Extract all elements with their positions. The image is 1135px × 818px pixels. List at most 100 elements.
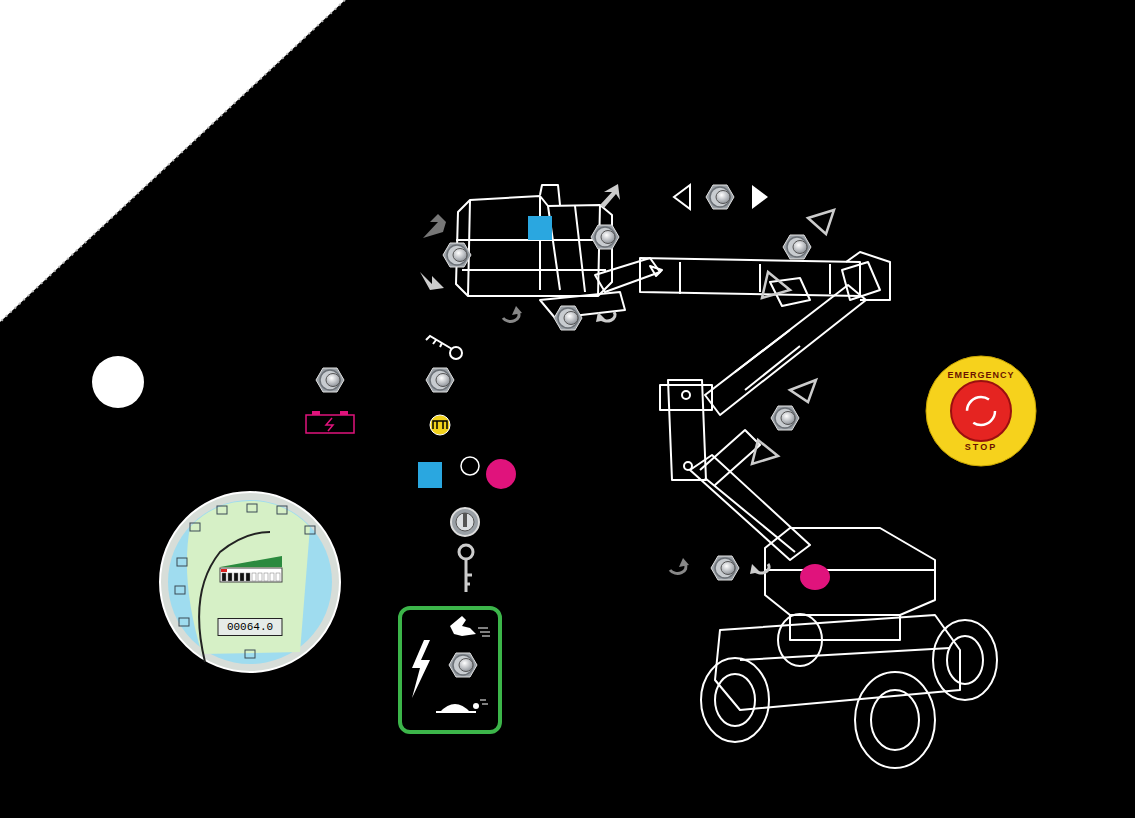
fuel-segment (258, 573, 262, 581)
drawing-stroke (554, 306, 582, 330)
drawing-stroke (480, 700, 488, 704)
boom-lift-drawing (456, 185, 997, 768)
drawing-stroke (705, 285, 866, 415)
drawing-stroke (711, 556, 739, 580)
drawing-stroke (650, 266, 662, 276)
warning-icon (217, 506, 227, 514)
direction-arrows (420, 184, 834, 574)
drawing-stroke (400, 608, 500, 732)
function-color-marks (418, 216, 830, 590)
drawing-stroke (740, 648, 950, 660)
warning-icon (190, 523, 200, 531)
fuel-segment (240, 573, 244, 581)
drawing-stroke (933, 620, 997, 700)
fuel-segment (246, 573, 250, 581)
drawing-stroke (423, 214, 446, 238)
drawing-stroke (750, 564, 760, 574)
estop-cap (951, 381, 1011, 441)
fuel-segment (222, 573, 226, 581)
drawing-stroke (540, 292, 625, 318)
drawing-stroke (468, 196, 600, 296)
drawing-stroke (947, 636, 983, 684)
drawing-stroke (855, 672, 935, 768)
gauge-outline (158, 490, 342, 674)
drawing-stroke (540, 185, 560, 205)
gauge-divider (199, 532, 270, 662)
drawing-stroke (596, 312, 606, 322)
drawing-stroke (0, 0, 345, 322)
drawing-stroke (600, 184, 620, 208)
warning-icon (175, 586, 185, 594)
warning-icon (247, 504, 257, 512)
fuel-segment (252, 573, 256, 581)
drawing-stroke (463, 513, 467, 527)
drawing-stroke (456, 240, 612, 270)
drawing-stroke (426, 368, 454, 392)
drawing-stroke (595, 258, 660, 292)
drawing-stroke (778, 614, 822, 666)
estop-collar (926, 356, 1036, 466)
drawing-stroke (640, 258, 860, 296)
drawing-stroke (679, 558, 689, 567)
drawing-stroke (443, 243, 471, 267)
speed-select-box (400, 608, 500, 732)
drawing-stroke (449, 653, 477, 677)
drawing-stroke (770, 278, 810, 306)
drawing-stroke (306, 415, 354, 433)
warning-icon (179, 618, 189, 626)
drawing-stroke (682, 391, 690, 399)
drawing-stroke (473, 703, 479, 709)
drawing-stroke (412, 640, 430, 698)
indicator-lamp (92, 356, 144, 408)
gauge-bezel (160, 492, 340, 672)
drawing-stroke (762, 272, 790, 298)
drawing-stroke (660, 385, 712, 410)
drawing-stroke (459, 545, 473, 559)
fuel-segment (276, 573, 280, 581)
button-legend: EMERGENCY (947, 371, 1014, 380)
twist-release-arrow (967, 397, 995, 425)
hour-meter-reading: 00064.0 (227, 622, 273, 633)
drawing-stroke (735, 330, 800, 390)
drawing-stroke (466, 559, 472, 592)
drawing-stroke (846, 252, 890, 300)
drawing-stroke (312, 411, 320, 415)
drawing-stroke (512, 306, 522, 315)
warning-icon (245, 650, 255, 658)
drawing-stroke (706, 185, 734, 209)
drawing-stroke (790, 380, 816, 402)
drawing-stroke (674, 185, 690, 209)
drawing-stroke (478, 628, 490, 636)
drawing-stroke (326, 418, 333, 431)
drawing-stroke (783, 235, 811, 259)
hour-meter-gauge: 00064.0 (158, 490, 342, 674)
emergency-stop-button: EMERGENCY STOP (925, 355, 1037, 467)
drawing-stroke (486, 459, 516, 489)
gauge-face (168, 500, 332, 664)
drawing-stroke (808, 210, 834, 234)
drawing-stroke (92, 356, 144, 408)
drawing-stroke (765, 528, 935, 615)
drawing-stroke (771, 406, 799, 430)
fuel-low-mark (221, 569, 227, 572)
drawing-stroke (528, 216, 552, 240)
drawing-stroke (433, 421, 447, 429)
drawing-stroke (456, 513, 474, 531)
warning-icon (177, 558, 187, 566)
switch-icons (306, 336, 462, 435)
drawing-stroke (440, 704, 470, 712)
drawing-stroke (800, 564, 830, 590)
drawing-stroke (426, 336, 452, 349)
drawing-stroke (752, 440, 778, 464)
drawing-stroke (418, 462, 442, 488)
fuel-segment (228, 573, 232, 581)
fuel-segment (264, 573, 268, 581)
button-legend: STOP (965, 443, 997, 452)
drawing-stroke (450, 616, 476, 636)
lcd-window (218, 619, 282, 636)
drawing-stroke (420, 272, 444, 290)
key-switch (451, 508, 479, 592)
